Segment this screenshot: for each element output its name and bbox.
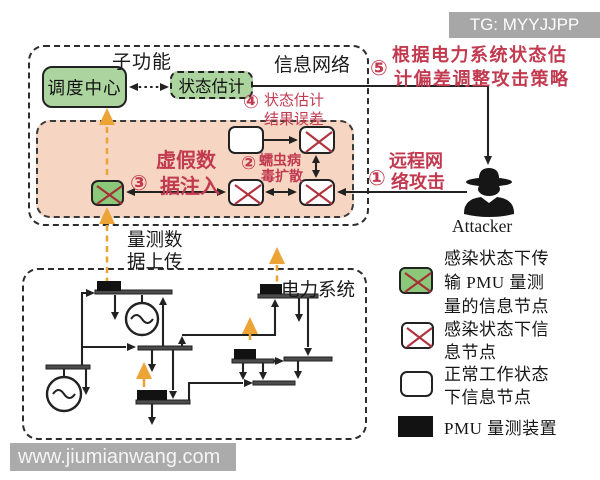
bus-bars (45, 289, 333, 405)
dispatch-center-box: 调度中心 (42, 66, 127, 108)
step4-line1: 状态估计 (264, 93, 325, 109)
power-grid (45, 281, 333, 413)
step5-line1: 根据电力系统状态估 (392, 45, 568, 65)
step1-number: ① (368, 166, 386, 190)
attacker-label: Attacker (452, 216, 513, 236)
step4-number: ④ (243, 91, 260, 113)
legend-item-text: 感染状态下传 (444, 249, 549, 268)
x-mark (406, 327, 433, 348)
fdi-line1: 虚假数 (156, 150, 216, 172)
legend-normal-node-swatch (400, 371, 433, 397)
upload-arrows (99, 108, 285, 387)
power-system-box (22, 268, 367, 440)
dispatch-center-label: 调度中心 (47, 77, 122, 98)
worm-line2: 毒扩散 (261, 170, 303, 185)
step5-line2: 计偏差调整攻击策略 (394, 69, 570, 89)
normal-info-node (228, 126, 264, 154)
state-estimation-label: 状态估计 (178, 77, 245, 96)
legend-item-text: PMU 量测装置 (444, 419, 558, 438)
x-mark (305, 184, 333, 205)
watermark-bottom: www.jiumianwang.com (10, 443, 236, 471)
upload-label-line1: 量测数 (127, 231, 183, 251)
legend-pmu-device-swatch (398, 416, 433, 437)
watermark-top-text: TG: MYYJJPP (469, 15, 580, 34)
x-mark (96, 185, 123, 205)
pmu-devices (97, 281, 282, 400)
infected-node-top-right (299, 126, 335, 154)
upload-label-line2: 据上传 (127, 253, 183, 273)
generators (45, 301, 160, 413)
legend-item-text: 感染状态下信 (444, 320, 549, 339)
attacker-icon (464, 168, 514, 217)
x-mark (234, 184, 262, 205)
legend-item-text: 输 PMU 量测 (444, 273, 545, 292)
infected-node-bottom-left (228, 179, 264, 206)
step2-number: ② (241, 153, 257, 174)
step3-number: ③ (130, 171, 148, 195)
infected-pmu-node (91, 180, 124, 206)
legend-item-text: 息节点 (444, 343, 497, 362)
watermark-top: TG: MYYJJPP (449, 12, 600, 38)
legend-item-text: 下信息节点 (444, 388, 532, 407)
step1-line2: 络攻击 (391, 172, 445, 192)
legend-infected-pmu-node-swatch (399, 267, 433, 294)
x-mark (404, 272, 432, 293)
sub-function-label: 子功能 (112, 52, 173, 73)
power-system-label: 电力系统 (281, 281, 356, 301)
legend-infected-node-swatch (401, 322, 434, 349)
info-network-box (28, 45, 369, 226)
step1-line1: 远程网 (389, 151, 443, 171)
fdi-line2: 据注入 (160, 176, 220, 198)
legend-item-text: 量的信息节点 (444, 297, 549, 316)
step4-line2: 结果误差 (264, 112, 325, 128)
infected-node-bottom-right (299, 179, 335, 206)
worm-line1: 蠕虫病 (259, 154, 301, 169)
black-arrowheads (82, 83, 492, 425)
info-network-label: 信息网络 (274, 55, 351, 76)
step5-number: ⑤ (370, 56, 388, 80)
watermark-bottom-text: www.jiumianwang.com (18, 445, 221, 468)
legend-item-text: 正常工作状态 (444, 365, 549, 384)
x-mark (305, 131, 333, 153)
state-estimation-box: 状态估计 (170, 71, 253, 99)
